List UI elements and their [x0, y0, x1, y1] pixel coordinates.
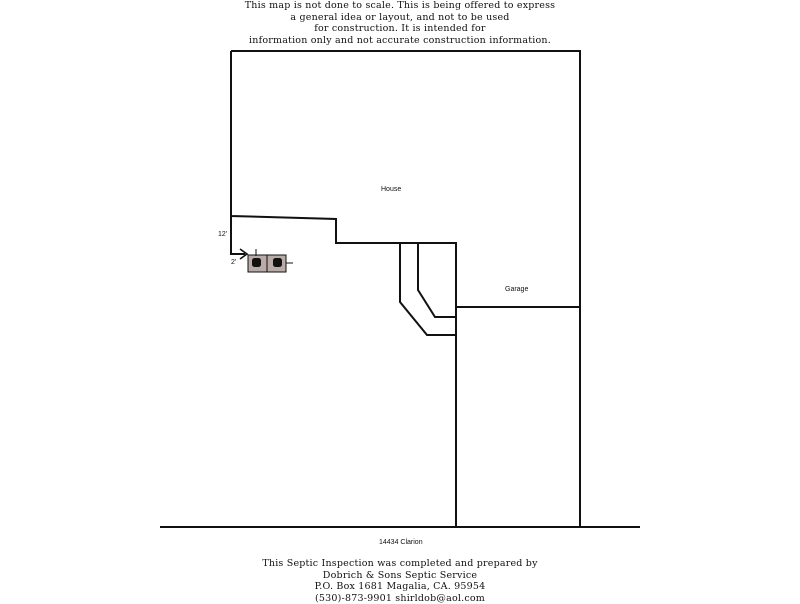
garage-bay: [456, 307, 580, 527]
inspection-footer: This Septic Inspection was completed and…: [0, 558, 800, 604]
footer-line: (530)-873-9901 shirldob@aol.com: [0, 593, 800, 604]
footer-line: P.O. Box 1681 Magalia, CA. 95954: [0, 581, 800, 593]
footer-line: Dobrich & Sons Septic Service: [0, 570, 800, 582]
dimension-label-2ft: 2': [231, 259, 236, 266]
septic-tank: [248, 249, 293, 272]
driveway-inner: [418, 243, 456, 317]
dimension-label-12ft: 12': [218, 231, 227, 238]
footer-line: This Septic Inspection was completed and…: [0, 558, 800, 570]
garage-label: Garage: [505, 286, 528, 293]
street-address-label: 14434 Clarion: [379, 539, 423, 546]
tank-lid: [252, 258, 261, 267]
driveway-outer: [400, 243, 456, 335]
dimension-leader: [231, 216, 245, 254]
tank-lid: [273, 258, 282, 267]
house-label: House: [381, 186, 401, 193]
